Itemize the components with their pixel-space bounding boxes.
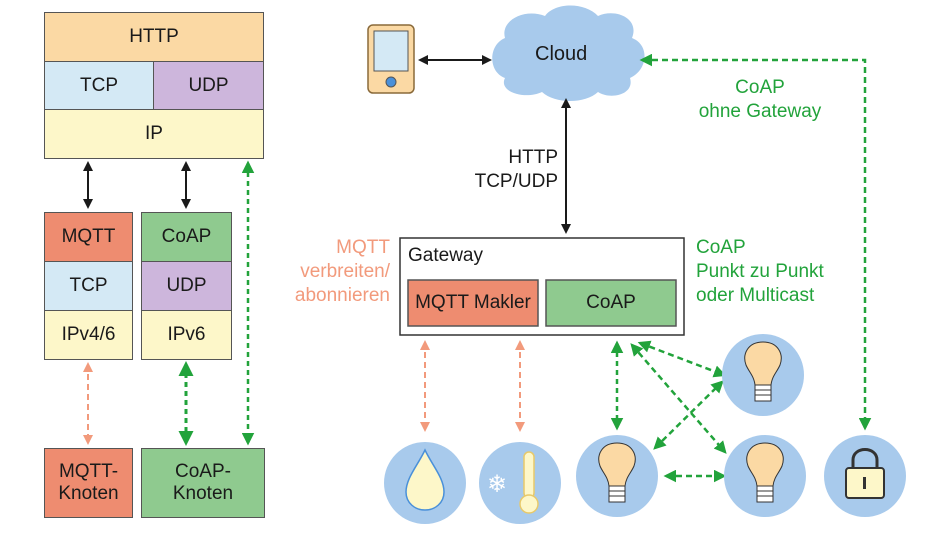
http-tcp-udp-label: HTTP TCP/UDP (470, 146, 558, 194)
coap-network-layer: IPv6 (141, 310, 232, 360)
mqtt-note-line1: MQTT (336, 237, 390, 258)
coap-no-gateway-link (639, 53, 872, 431)
udp-layer: UDP (153, 61, 264, 110)
coap-transport-layer: UDP (141, 261, 232, 311)
lightbulb-icon (576, 435, 658, 517)
coap-gateway-label: CoAP (586, 292, 636, 313)
mqtt-node: MQTT- Knoten (44, 448, 133, 518)
coap-node-line2: Knoten (172, 483, 234, 504)
coap-no-gw-line1: CoAP (735, 77, 785, 98)
lightbulb-icon (722, 334, 804, 416)
cloud-shape (492, 5, 645, 101)
http-label-line2: TCP/UDP (474, 171, 558, 192)
mqtt-broker-label: MQTT Makler (415, 292, 531, 313)
padlock-icon (824, 435, 906, 517)
coap-node: CoAP- Knoten (141, 448, 265, 518)
coap-node-line1: CoAP- (175, 461, 231, 483)
ip-layer: IP (44, 109, 264, 159)
coap-no-gw-line2: ohne Gateway (698, 101, 822, 122)
coap-lamp3-link (630, 343, 727, 454)
coap-no-gateway-note: CoAP ohne Gateway (680, 76, 840, 124)
thermometer-icon: ❄ (479, 442, 561, 524)
mqtt-broker-box (407, 279, 539, 327)
coap-p2p-line2: Punkt zu Punkt (696, 261, 824, 282)
coap-app-layer: CoAP (141, 212, 232, 262)
water-drop-icon (384, 442, 466, 524)
mqtt-network-layer: IPv4/6 (44, 310, 133, 360)
gateway-title: Gateway (408, 245, 483, 266)
mqtt-node-line2: Knoten (58, 483, 119, 504)
svg-text:❄: ❄ (487, 471, 507, 498)
cloud-label: Cloud (535, 43, 588, 65)
mqtt-app-layer: MQTT (44, 212, 133, 262)
lamp1-lamp2-link (653, 380, 724, 450)
coap-p2p-multicast-note: CoAP Punkt zu Punkt oder Multicast (696, 236, 824, 308)
mqtt-node-line1: MQTT- (58, 461, 119, 483)
mqtt-note-line3: abonnieren (294, 285, 390, 306)
phone-icon (367, 24, 415, 94)
coap-p2p-line3: oder Multicast (696, 285, 815, 306)
coap-gateway-box (545, 279, 677, 327)
http-label-line1: HTTP (508, 147, 558, 168)
http-layer: HTTP (44, 12, 264, 62)
coap-p2p-line1: CoAP (696, 237, 746, 258)
mqtt-transport-layer: TCP (44, 261, 133, 311)
mqtt-publish-subscribe-note: MQTT verbreiten/ abonnieren (270, 236, 390, 308)
lightbulb-icon (724, 435, 806, 517)
mqtt-note-line2: verbreiten/ (300, 261, 390, 282)
